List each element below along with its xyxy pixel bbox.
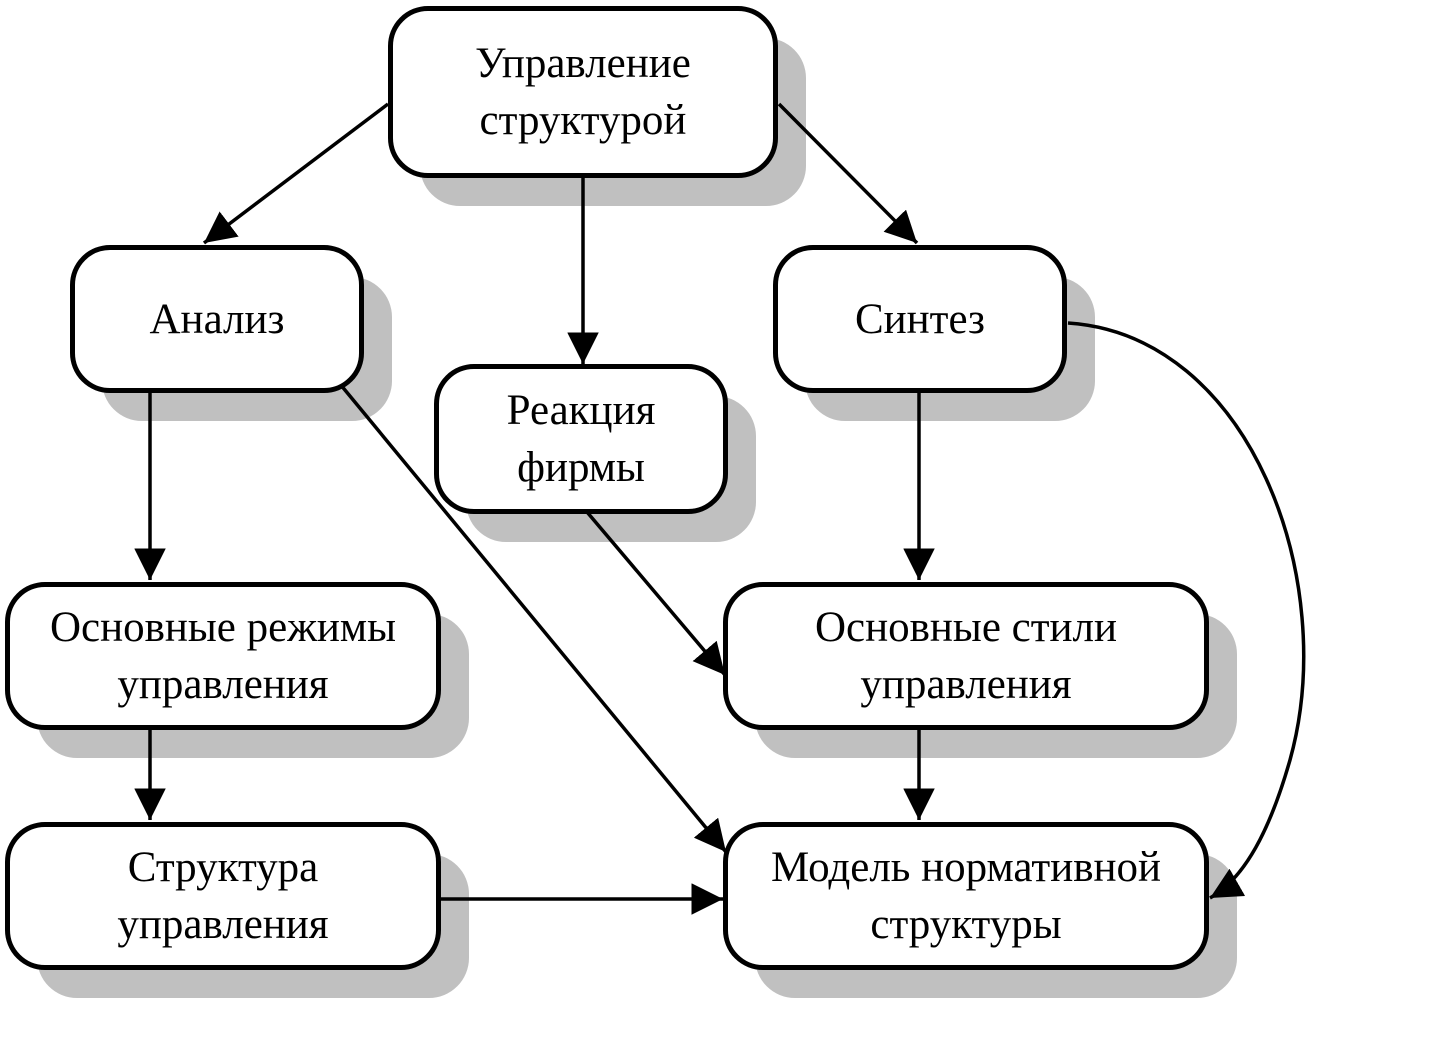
node-analysis: Анализ (70, 245, 364, 393)
edge-analysis-model (338, 382, 728, 854)
node-management-line-2: структурой (479, 97, 687, 144)
edge-management-analysis (202, 102, 390, 245)
node-structure-line-2: управления (117, 901, 329, 948)
node-modes-line-1: Основные режимы (49, 604, 397, 651)
node-structure-line-1: Структура (127, 844, 319, 891)
node-model: Модель нормативной структуры (723, 822, 1209, 970)
edge-reaction-styles (585, 510, 727, 677)
node-reaction: Реакция фирмы (434, 364, 728, 514)
node-synthesis-label: Синтез (854, 295, 986, 343)
node-synthesis: Синтез (773, 245, 1067, 393)
node-model-line-2: структуры (870, 901, 1062, 948)
node-reaction-line-1: Реакция (506, 387, 656, 434)
edge-management-synthesis (777, 102, 919, 245)
node-modes-line-2: управления (117, 661, 329, 708)
node-analysis-label: Анализ (149, 295, 285, 343)
node-reaction-line-2: фирмы (517, 444, 645, 491)
node-styles-line-2: управления (860, 661, 1072, 708)
node-styles-line-1: Основные стили (814, 604, 1118, 651)
node-model-line-1: Модель нормативной (770, 844, 1162, 891)
node-management: Управление структурой (388, 6, 778, 178)
node-structure: Структура управления (5, 822, 441, 970)
node-styles: Основные стили управления (723, 582, 1209, 730)
node-modes: Основные режимы управления (5, 582, 441, 730)
edge-synthesis-model (1067, 321, 1306, 900)
node-management-line-1: Управление (475, 40, 691, 87)
